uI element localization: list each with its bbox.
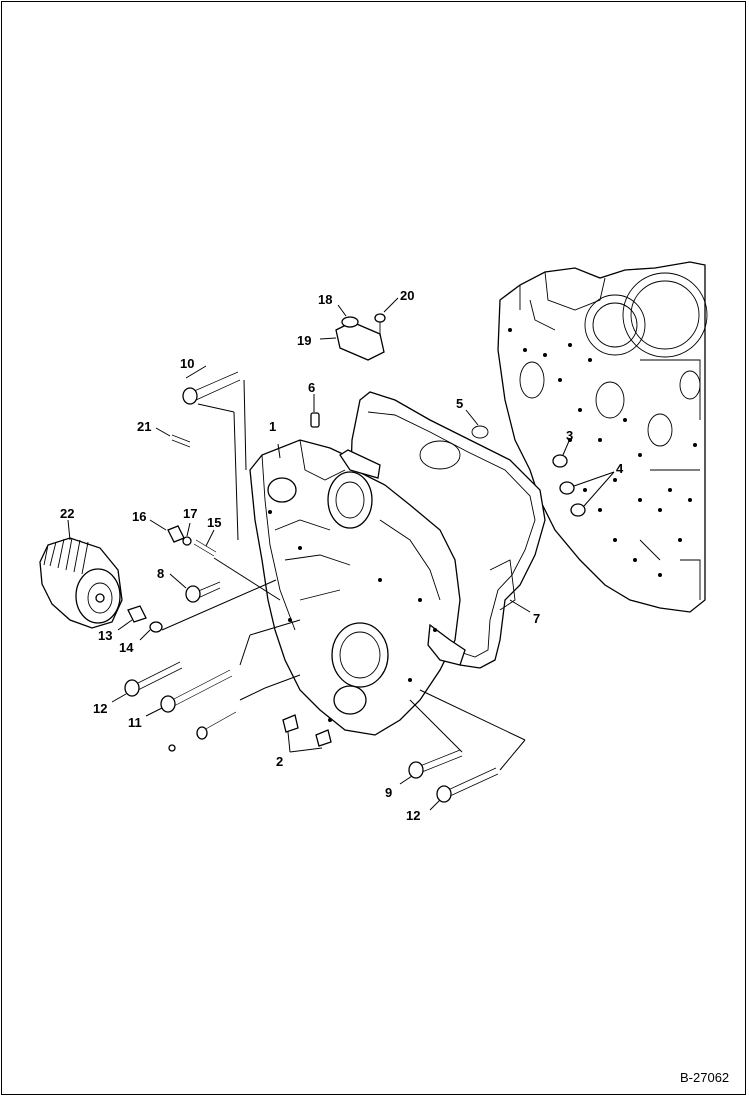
- bolt-12-lower: [436, 767, 499, 803]
- callout-19: 19: [297, 333, 311, 348]
- callout-8: 8: [157, 566, 164, 581]
- callout-9: 9: [385, 785, 392, 800]
- bolt-8: [185, 581, 221, 603]
- callout-5: 5: [456, 396, 463, 411]
- fitting-13-14: [127, 605, 163, 633]
- callout-labels: 1 2 3 4 5 6 7 8 9 10 11 12 12 13 14 15 1…: [60, 288, 624, 823]
- callout-11: 11: [128, 715, 142, 730]
- callout-12-upper: 12: [93, 701, 107, 716]
- bolt-9: [408, 749, 463, 779]
- pin-6: [310, 412, 320, 428]
- callout-3: 3: [566, 428, 573, 443]
- leader-lines: [67, 297, 615, 811]
- bolt-11: [160, 669, 233, 713]
- callout-22: 22: [60, 506, 74, 521]
- small-bolts-lower: [168, 711, 237, 752]
- callout-4: 4: [616, 461, 624, 476]
- callout-12-lower: 12: [406, 808, 420, 823]
- o-rings: [552, 454, 586, 517]
- callout-18: 18: [318, 292, 332, 307]
- callout-17: 17: [183, 506, 197, 521]
- callout-14: 14: [119, 640, 134, 655]
- callout-10: 10: [180, 356, 194, 371]
- bolt-12-upper: [124, 661, 183, 697]
- callout-6: 6: [308, 380, 315, 395]
- callout-20: 20: [400, 288, 414, 303]
- oil-filter: [39, 537, 123, 629]
- callout-1: 1: [269, 419, 276, 434]
- callout-21: 21: [137, 419, 151, 434]
- cover-cap: [335, 313, 386, 361]
- callout-16: 16: [132, 509, 146, 524]
- callout-2: 2: [276, 754, 283, 769]
- callout-15: 15: [207, 515, 221, 530]
- callout-13: 13: [98, 628, 112, 643]
- gear-case: [249, 439, 466, 747]
- stud-21: [171, 434, 191, 448]
- drawing-reference-number: B-27062: [680, 1070, 729, 1085]
- bolt-10: [182, 371, 241, 405]
- callout-7: 7: [533, 611, 540, 626]
- engine-block: [497, 261, 708, 613]
